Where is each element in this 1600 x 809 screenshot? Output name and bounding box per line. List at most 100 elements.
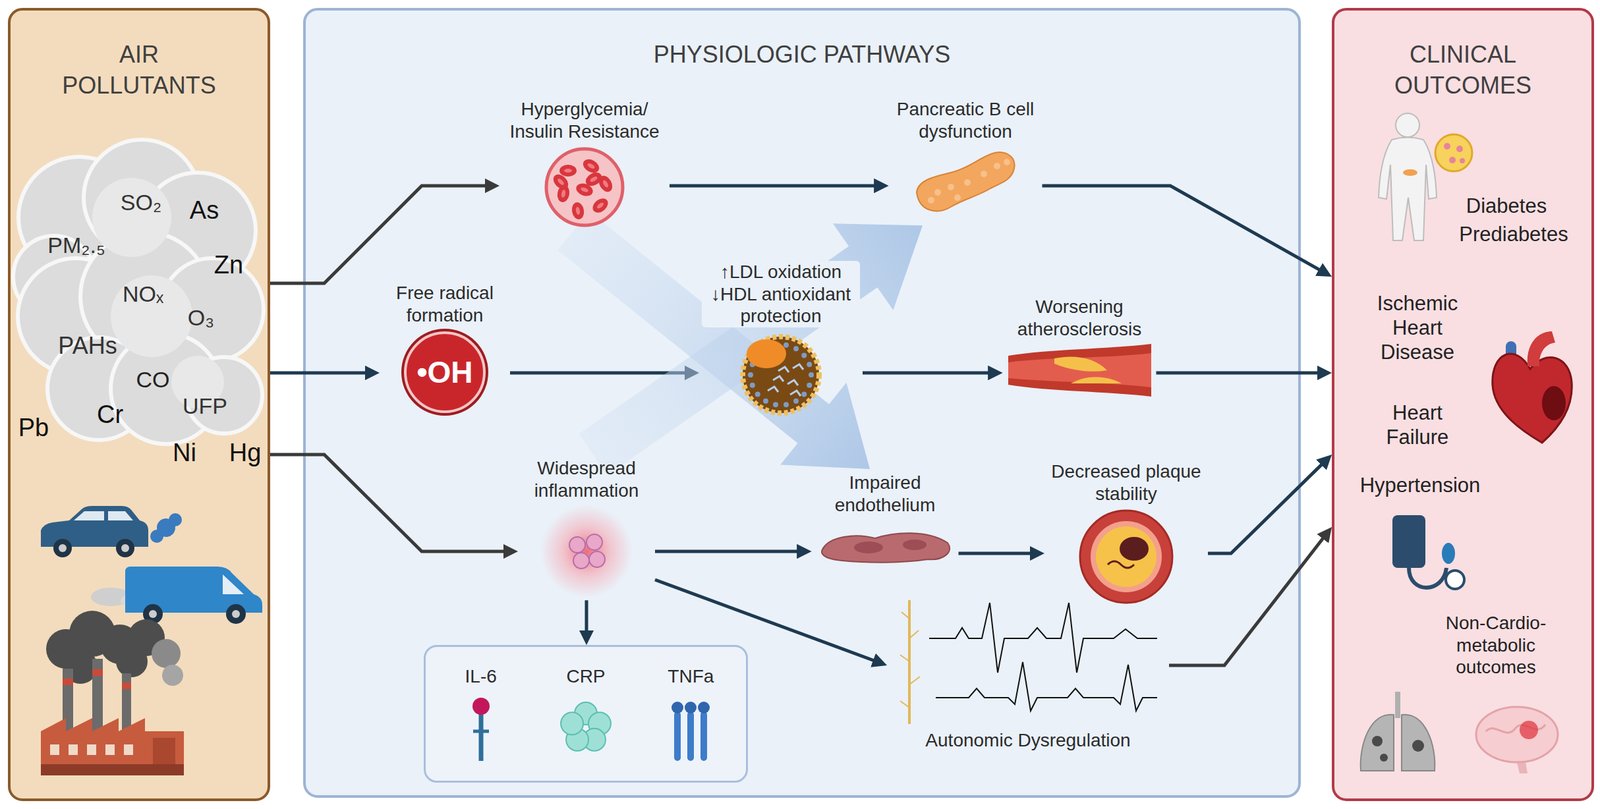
chimney-stripe [121, 682, 132, 690]
cytokine-icon [448, 691, 515, 766]
outcome-label: Ischemic Heart Disease [1371, 291, 1464, 366]
figure-body [1378, 137, 1437, 242]
smoke-puff [162, 664, 184, 686]
red-blood-cell [583, 170, 605, 190]
ldl-particle [742, 336, 820, 414]
brain [1476, 707, 1558, 774]
particle-dot [1456, 145, 1463, 153]
lung-spot [1379, 753, 1388, 762]
cloud-highlight [92, 177, 225, 409]
cell-center [575, 206, 581, 216]
cuff [1392, 515, 1426, 569]
ldl-cholesterol [792, 364, 804, 370]
red-blood-cell [589, 195, 611, 217]
cell-center [560, 189, 567, 199]
red-blood-cell [580, 156, 602, 176]
nerve-branch [909, 676, 920, 685]
ldl-phospholipid [747, 372, 754, 378]
pollutant-label: PAHs [57, 331, 117, 360]
lung-spot [1371, 736, 1383, 747]
pathway-label: ↑LDL oxidation ↓HDL antioxidant protecti… [701, 260, 860, 328]
pancreas-lobule [1003, 158, 1011, 166]
crp-subunit [560, 712, 584, 735]
car [40, 506, 182, 558]
glucose-particle [1435, 134, 1473, 172]
tnf-chain [700, 711, 708, 762]
pathway-label: Decreased plaque stability [1047, 460, 1206, 505]
pathway-node: Free radical formation•OH [379, 279, 511, 416]
figure-pancreas [1402, 169, 1418, 176]
panel: PHYSIOLOGIC PATHWAYSHyperglycemia/ Insul… [303, 7, 1301, 799]
nerve [908, 600, 911, 725]
artery-plaque [1054, 357, 1108, 372]
pathway-node: Pancreatic B cell dysfunction [888, 95, 1043, 226]
trachea [1395, 691, 1401, 719]
immune-cell [573, 552, 590, 569]
particle-core [1435, 134, 1473, 172]
red-blood-cell [570, 201, 586, 221]
pancreas-lobule [927, 197, 935, 204]
pancreas-lobule [980, 170, 988, 178]
cell-center [564, 168, 572, 173]
tnf-chain [687, 711, 694, 762]
outcome-label: Prediabetes [1458, 222, 1568, 247]
receptor-stalk [478, 711, 484, 762]
blood-pressure-cuff [1392, 515, 1465, 590]
pathway-node: Hyperglycemia/ Insulin Resistance [499, 95, 670, 231]
cytokine-name: IL-6 [465, 665, 497, 688]
apolipoprotein [746, 339, 787, 369]
ldl-phospholipid [749, 382, 756, 389]
plaque-icon [1078, 508, 1175, 605]
ldl-phospholipid [783, 342, 789, 348]
cell-center [595, 201, 605, 210]
cytokine: TNFa [657, 665, 724, 766]
cell-center [586, 162, 596, 171]
inflammation-glow [540, 505, 633, 598]
particle-dot [1459, 158, 1465, 164]
ldl-phospholipid [763, 398, 769, 404]
artery-wall [1008, 343, 1152, 397]
nerve-branch [909, 630, 919, 639]
pathway-label: Free radical formation [382, 282, 508, 327]
receptor-bar [473, 729, 489, 733]
pollutant-label: O₃ [187, 304, 215, 332]
cytokine-icon [552, 691, 619, 766]
cytokine: CRP [552, 665, 619, 766]
factory-window [68, 744, 78, 756]
tnf-head [671, 701, 684, 714]
pathway-label: Pancreatic B cell dysfunction [891, 98, 1040, 143]
cuff-bulb [1441, 542, 1456, 565]
cell-center [579, 186, 589, 194]
smoke-puff [115, 645, 148, 678]
tissue-patch [902, 539, 927, 551]
pollutant-label: Ni [172, 438, 197, 469]
vessel-outer [1080, 510, 1173, 603]
ldl-phospholipid [783, 401, 789, 408]
pollutant-label: Zn [214, 250, 244, 281]
pancreas-lobule [934, 189, 942, 196]
red-blood-cell [550, 171, 571, 193]
ldl-cholesterol [772, 376, 784, 382]
artery-plaque [1070, 376, 1122, 384]
tnf-chain [674, 711, 681, 762]
factory-window [50, 744, 60, 756]
van-hub [231, 610, 240, 619]
pathway-node: Autonomic Dysregulation [886, 596, 1170, 755]
immune-cell [589, 551, 605, 568]
cell-body [570, 201, 586, 221]
pancreas-lobule [993, 162, 1001, 170]
smog-cloud [13, 139, 264, 445]
car-window [108, 511, 134, 521]
van-window [222, 574, 244, 595]
pathway-node: Decreased plaque stability [1044, 457, 1208, 608]
pathway-node: Widespread inflammation [517, 454, 656, 601]
pathway-label: Worsening atherosclerosis [1005, 295, 1154, 341]
vessel-wall [546, 148, 623, 226]
artery-lumen [1008, 353, 1152, 388]
heart-infarct [1542, 386, 1566, 421]
pathway-label: Autonomic Dysregulation [889, 729, 1167, 752]
outcome-label: Heart Failure [1371, 400, 1464, 450]
ldl-phospholipid [806, 382, 812, 389]
outcome-label: Non-Cardio-metabolic outcomes [1439, 612, 1552, 679]
panel-title: AIR POLLUTANTS [46, 39, 232, 102]
